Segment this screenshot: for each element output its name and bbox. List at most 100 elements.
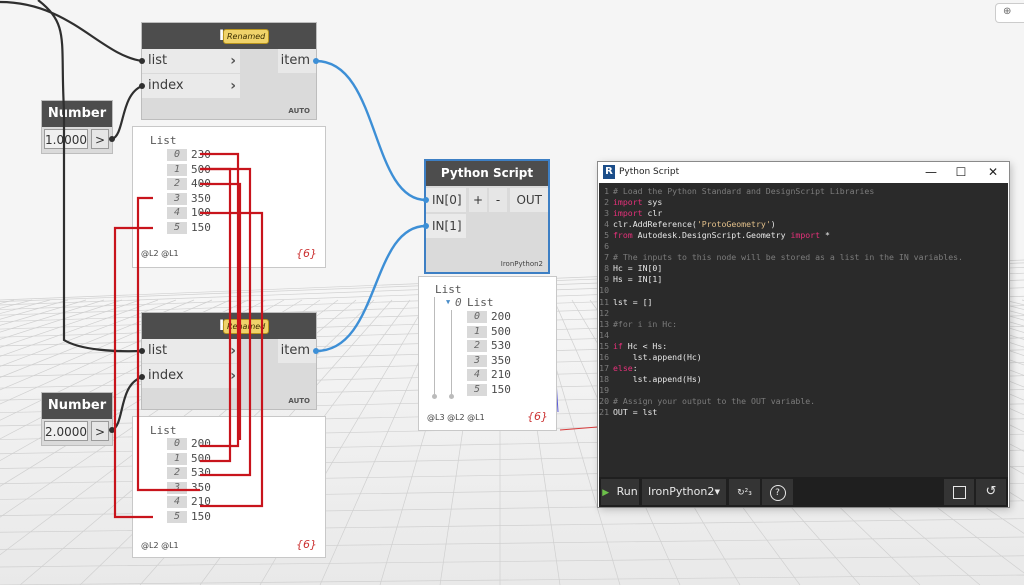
- hc-input-list[interactable]: list ›: [142, 49, 240, 73]
- number-node-2[interactable]: Number 2.0000 >: [42, 393, 112, 445]
- line-number: 21: [599, 407, 609, 417]
- lacing-label[interactable]: AUTO: [288, 397, 310, 405]
- code-token: 'ProtoGeometry': [696, 219, 771, 230]
- help-button[interactable]: ?: [762, 479, 793, 505]
- hs-node-header[interactable]: Hs Renamed: [142, 313, 316, 339]
- save-button[interactable]: [944, 479, 974, 505]
- python-script-node[interactable]: Python Script IN[0] + - OUT IN[1] IronPy…: [426, 161, 548, 272]
- add-input-button[interactable]: +: [469, 188, 487, 212]
- list-value: 150: [191, 221, 211, 234]
- python-input-0[interactable]: IN[0]: [426, 188, 466, 212]
- line-number: 2: [604, 197, 609, 208]
- number-node-title[interactable]: Number: [42, 101, 112, 127]
- code-line[interactable]: 7# The inputs to this node will be store…: [599, 252, 963, 263]
- minimize-icon[interactable]: —: [925, 165, 937, 179]
- fit-view-icon[interactable]: ⊕: [1003, 6, 1012, 17]
- chevron-right-icon[interactable]: ›: [230, 343, 236, 359]
- line-text: clr.AddReference('ProtoGeometry'): [609, 219, 776, 230]
- line-number: 20: [599, 395, 609, 406]
- lacing-label[interactable]: AUTO: [288, 107, 310, 115]
- run-button[interactable]: ▶ Run: [601, 479, 639, 505]
- list-value: 210: [191, 495, 211, 509]
- expand-triangle-icon[interactable]: ▼: [446, 298, 451, 306]
- code-line[interactable]: 18 lst.append(Hs): [599, 374, 702, 385]
- code-line[interactable]: 12: [599, 308, 613, 319]
- code-token: Hs = IN[1]: [613, 274, 663, 285]
- remove-input-button[interactable]: -: [489, 188, 507, 212]
- hs-input-index[interactable]: index ›: [142, 364, 240, 388]
- renamed-badge: Renamed: [223, 29, 270, 44]
- code-line[interactable]: 6: [599, 241, 613, 252]
- line-number: 13: [599, 318, 609, 329]
- code-token: if: [613, 340, 623, 351]
- maximize-icon[interactable]: ☐: [955, 165, 967, 179]
- chevron-right-icon[interactable]: ›: [230, 53, 236, 69]
- number-value-field[interactable]: 2.0000: [44, 421, 88, 441]
- hc-node[interactable]: Hc Renamed list › index › item AUTO: [142, 23, 316, 119]
- list-levels: @L3 @L2 @L1: [427, 413, 485, 422]
- python-output-out[interactable]: OUT: [510, 188, 548, 212]
- code-token: sys: [642, 197, 663, 208]
- code-line[interactable]: 10: [599, 285, 613, 296]
- editor-toolbar: ▶ Run IronPython2 ▼ ↻²₃ ? ↺: [599, 477, 1008, 507]
- list-value: 200: [491, 310, 511, 323]
- code-line[interactable]: 1# Load the Python Standard and DesignSc…: [599, 186, 874, 197]
- revert-button[interactable]: ↺: [976, 479, 1006, 505]
- hc-input-index[interactable]: index ›: [142, 74, 240, 98]
- code-token: import: [790, 230, 821, 241]
- hc-node-header[interactable]: Hc Renamed: [142, 23, 316, 49]
- line-text: Hc = IN[0]: [609, 263, 662, 274]
- hs-node[interactable]: Hs Renamed list › index › item AUTO: [142, 313, 316, 409]
- line-text: import clr: [609, 208, 662, 219]
- code-editor[interactable]: 1# Load the Python Standard and DesignSc…: [599, 183, 1008, 477]
- hs-output-item[interactable]: item: [278, 339, 316, 363]
- code-line[interactable]: 13 #for i in Hc:: [599, 319, 677, 330]
- code-line[interactable]: 14: [599, 330, 613, 341]
- code-token: ): [770, 219, 776, 230]
- number-node-title[interactable]: Number: [42, 393, 112, 419]
- line-number: 5: [604, 230, 609, 241]
- number-value-field[interactable]: 1.0000: [44, 129, 88, 149]
- hs-input-list[interactable]: list ›: [142, 339, 240, 363]
- list-index: 5: [467, 384, 487, 396]
- code-line[interactable]: 16 lst.append(Hc): [599, 352, 702, 363]
- code-token: #for i in Hc:: [613, 318, 678, 329]
- python-node-title[interactable]: Python Script: [426, 161, 548, 186]
- code-line[interactable]: 19: [599, 385, 613, 396]
- python-input-1[interactable]: IN[1]: [426, 214, 466, 238]
- window-titlebar[interactable]: R Python Script — ☐ ✕: [598, 162, 1009, 183]
- line-text: if Hc < Hs:: [609, 341, 667, 352]
- zoom-fit-button[interactable]: ⊕: [996, 4, 1024, 22]
- chevron-right-icon[interactable]: ›: [230, 368, 236, 384]
- python-script-window[interactable]: R Python Script — ☐ ✕ 1# Load the Python…: [598, 162, 1009, 507]
- hc-output-item[interactable]: item: [278, 49, 316, 73]
- code-token: clr.AddReference(: [613, 219, 697, 230]
- save-icon: [952, 485, 966, 499]
- number-node-1[interactable]: Number 1.0000 >: [42, 101, 112, 153]
- number-output-button[interactable]: >: [91, 421, 109, 441]
- line-number: 8: [604, 263, 609, 274]
- code-token: # The inputs to this node will be stored…: [613, 252, 963, 263]
- close-icon[interactable]: ✕: [987, 165, 999, 179]
- code-line[interactable]: 20# Assign your output to the OUT variab…: [599, 396, 815, 407]
- list-count: {6}: [527, 410, 548, 423]
- number-output-button[interactable]: >: [91, 129, 109, 149]
- line-number: 10: [599, 285, 609, 296]
- list-value: 530: [491, 339, 511, 353]
- engine-select[interactable]: IronPython2 ▼: [642, 479, 726, 505]
- code-token: lst = []: [613, 296, 653, 307]
- app-logo-icon: R: [603, 165, 615, 179]
- list-levels: @L2 @L1: [141, 541, 179, 550]
- rerun-button[interactable]: ↻²₃: [729, 479, 760, 505]
- chevron-right-icon[interactable]: ›: [230, 78, 236, 94]
